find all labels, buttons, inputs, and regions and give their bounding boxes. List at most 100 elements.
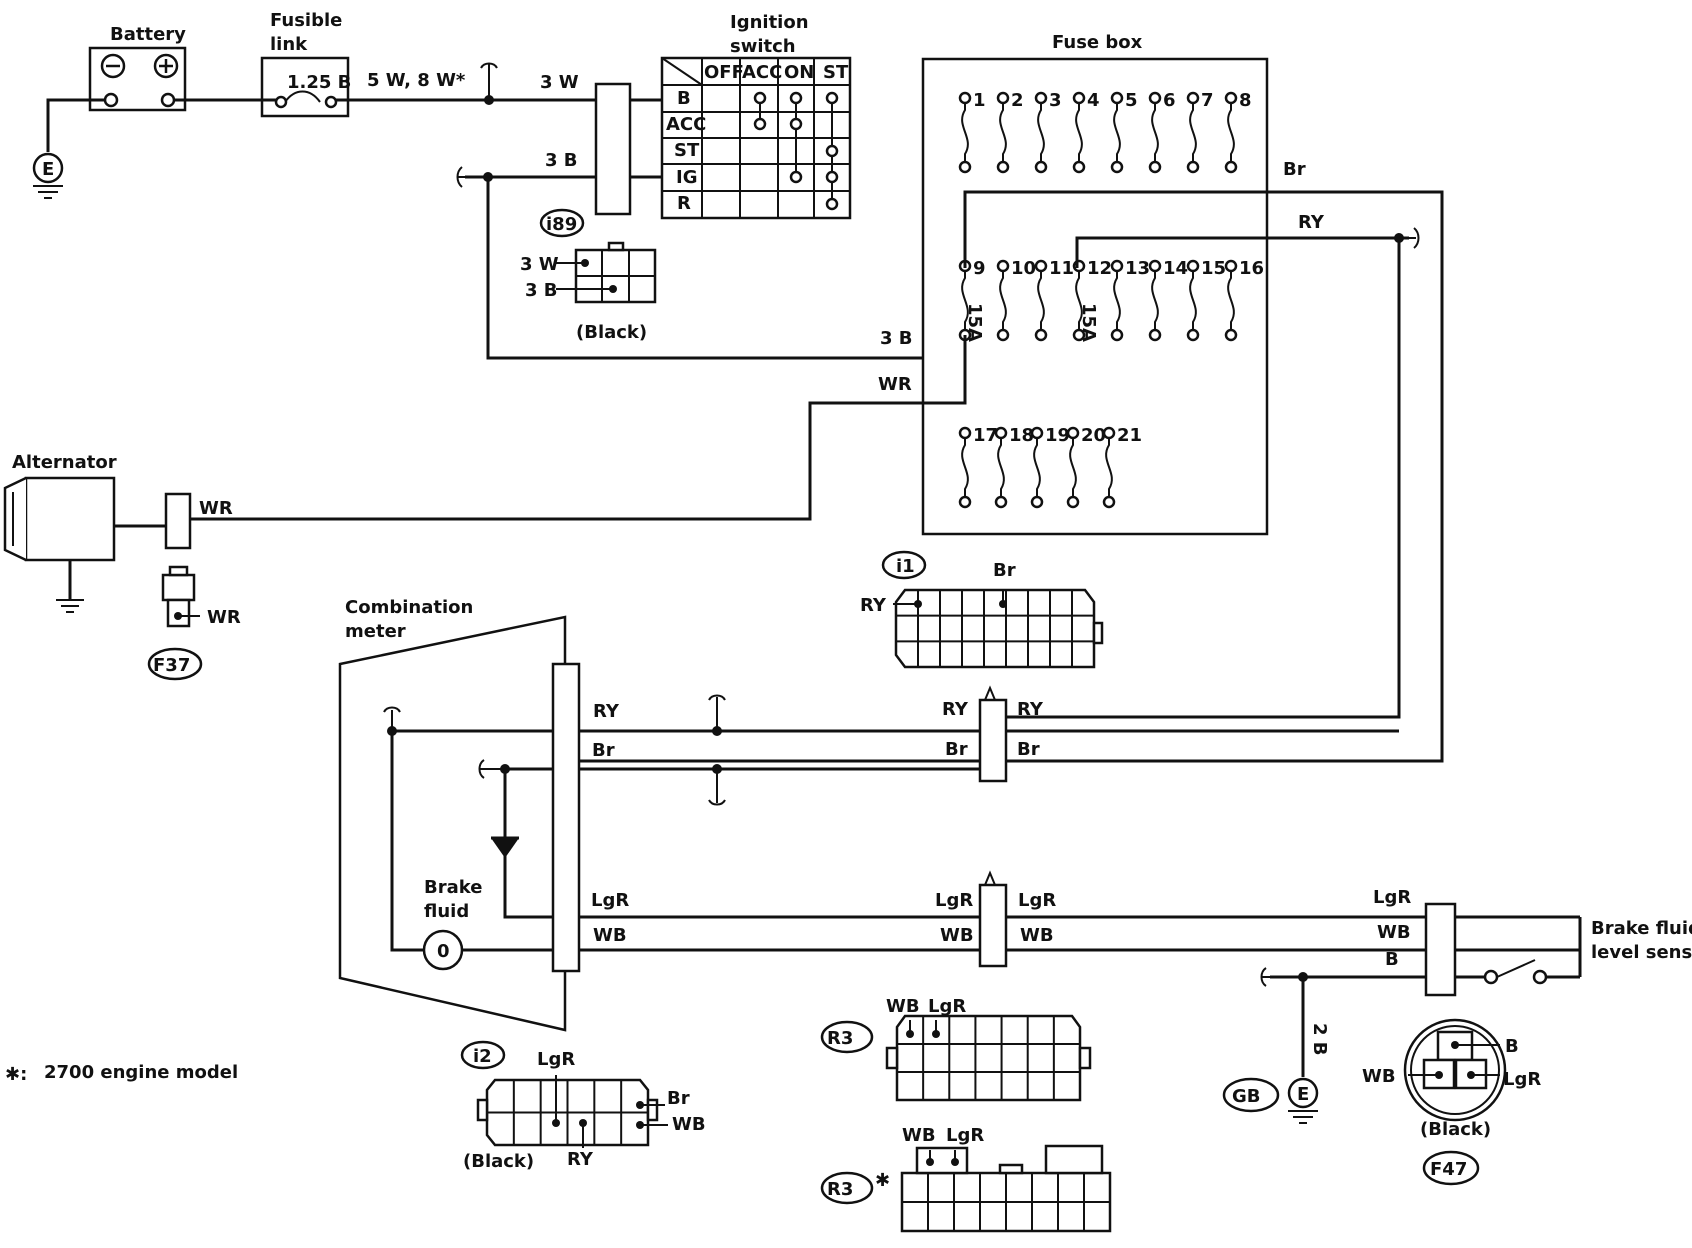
svg-text:WB: WB xyxy=(902,1125,936,1146)
svg-text:Br: Br xyxy=(592,740,615,761)
connector-r3: R3 WB LgR xyxy=(820,996,1092,1102)
fuse-18: 18 xyxy=(994,425,1034,509)
svg-text:meter: meter xyxy=(345,621,406,642)
svg-text:LgR: LgR xyxy=(1373,887,1411,908)
fuse-number: 16 xyxy=(1239,258,1264,279)
feed-wire-label: 5 W, 8 W* xyxy=(367,70,466,91)
svg-text:Br: Br xyxy=(993,560,1016,581)
fuse-number: 10 xyxy=(1011,258,1036,279)
fuse-number: 1 xyxy=(973,90,986,111)
fuse-number: 20 xyxy=(1081,425,1106,446)
fuse-16: 16 xyxy=(1224,258,1264,342)
svg-text:E: E xyxy=(1297,1084,1309,1105)
svg-text:R: R xyxy=(677,193,691,214)
battery: Battery xyxy=(88,24,187,112)
fusible-link xyxy=(260,56,350,118)
svg-text:RY: RY xyxy=(860,595,887,616)
svg-text:RY: RY xyxy=(1017,699,1044,720)
fuse-row-3: 17 18 19 20 21 xyxy=(958,425,1142,509)
fuse-number: 19 xyxy=(1045,425,1070,446)
svg-text:Br: Br xyxy=(1017,739,1040,760)
svg-text:F47: F47 xyxy=(1430,1159,1467,1180)
fuse-number: 18 xyxy=(1009,425,1034,446)
svg-text:ST: ST xyxy=(823,62,849,83)
gb-ground-symbol: E GB xyxy=(1222,1077,1319,1124)
svg-text:LgR: LgR xyxy=(1503,1069,1541,1090)
svg-text:LgR: LgR xyxy=(935,890,973,911)
svg-text:switch: switch xyxy=(730,36,796,57)
fuse-11: 11 xyxy=(1034,258,1074,342)
fuse-number: 3 xyxy=(1049,90,1062,111)
svg-text:3 B: 3 B xyxy=(880,328,913,349)
svg-text:(Black): (Black) xyxy=(463,1151,534,1172)
fuse-4: 4 xyxy=(1072,90,1100,174)
svg-text:WR: WR xyxy=(878,374,912,395)
svg-text:link: link xyxy=(270,34,308,55)
svg-text:B: B xyxy=(677,88,691,109)
svg-text:WR: WR xyxy=(199,498,233,519)
svg-text:E: E xyxy=(42,159,54,180)
connector-i2: i2 LgR Br WB (Black) RY xyxy=(460,1040,706,1172)
fuse-1: 1 xyxy=(958,90,986,174)
fuse-number: 17 xyxy=(973,425,998,446)
svg-text:WB: WB xyxy=(1020,925,1054,946)
fusible-link-label: Fusible xyxy=(270,10,342,31)
combination-meter-label: Combination xyxy=(345,597,473,618)
svg-text:i2: i2 xyxy=(473,1046,492,1067)
footnote-symbol: ✱: xyxy=(5,1064,27,1085)
fuse-box xyxy=(921,57,1269,536)
fuse-3: 3 xyxy=(1034,90,1062,174)
fuse-number: 4 xyxy=(1087,90,1100,111)
svg-text:LgR: LgR xyxy=(591,890,629,911)
svg-text:WB: WB xyxy=(672,1114,706,1135)
fuse-21: 21 xyxy=(1102,425,1142,509)
battery-label: Battery xyxy=(110,24,186,45)
fuse-number: 2 xyxy=(1011,90,1024,111)
fuse-14: 14 xyxy=(1148,258,1188,342)
svg-text:B: B xyxy=(1385,949,1399,970)
ignition-switch-label: Ignition xyxy=(730,12,809,33)
svg-text:0: 0 xyxy=(437,941,450,962)
svg-text:fluid: fluid xyxy=(424,901,469,922)
fuse-20: 20 xyxy=(1066,425,1106,509)
brake-fluid-label: Brake xyxy=(424,877,482,898)
brake-fluid-warning-lamp: 0 xyxy=(422,929,464,971)
fuse-13: 13 xyxy=(1110,258,1150,342)
svg-text:ST: ST xyxy=(674,140,700,161)
svg-text:RY: RY xyxy=(942,699,969,720)
svg-text:(Black): (Black) xyxy=(576,322,647,343)
svg-text:✱: ✱ xyxy=(875,1170,890,1191)
fuse-8: 8 xyxy=(1224,90,1252,174)
svg-text:WB: WB xyxy=(940,925,974,946)
svg-text:ON: ON xyxy=(784,62,814,83)
connector-i89: i89 3 W 3 B (Black) xyxy=(520,208,657,343)
battery-ground-symbol: E xyxy=(32,152,64,199)
svg-text:3 W: 3 W xyxy=(540,72,579,93)
svg-text:WB: WB xyxy=(886,996,920,1017)
svg-text:level sensor: level sensor xyxy=(1591,942,1692,963)
svg-text:LgR: LgR xyxy=(1018,890,1056,911)
svg-text:2 B: 2 B xyxy=(1309,1023,1330,1056)
svg-text:RY: RY xyxy=(1298,212,1325,233)
fuse-9: 9 xyxy=(958,258,986,342)
svg-text:Br: Br xyxy=(945,739,968,760)
svg-text:Br: Br xyxy=(667,1088,690,1109)
fuse-12: 12 xyxy=(1072,258,1112,342)
svg-text:3 B: 3 B xyxy=(525,280,558,301)
fuse-number: 21 xyxy=(1117,425,1142,446)
fuse-number: 13 xyxy=(1125,258,1150,279)
svg-text:(Black): (Black) xyxy=(1420,1119,1491,1140)
fuse-number: 9 xyxy=(973,258,986,279)
svg-text:IG: IG xyxy=(676,167,697,188)
fuse-box-label: Fuse box xyxy=(1052,32,1143,53)
fuse-5: 5 xyxy=(1110,90,1138,174)
svg-text:OFF: OFF xyxy=(704,62,744,83)
svg-text:LgR: LgR xyxy=(537,1049,575,1070)
svg-text:ACC: ACC xyxy=(666,114,706,135)
svg-text:i1: i1 xyxy=(896,556,915,577)
brake-sensor-label: Brake fluid xyxy=(1591,918,1692,939)
fuse-number: 5 xyxy=(1125,90,1138,111)
svg-text:15A: 15A xyxy=(964,303,985,342)
svg-text:R3: R3 xyxy=(827,1179,853,1200)
